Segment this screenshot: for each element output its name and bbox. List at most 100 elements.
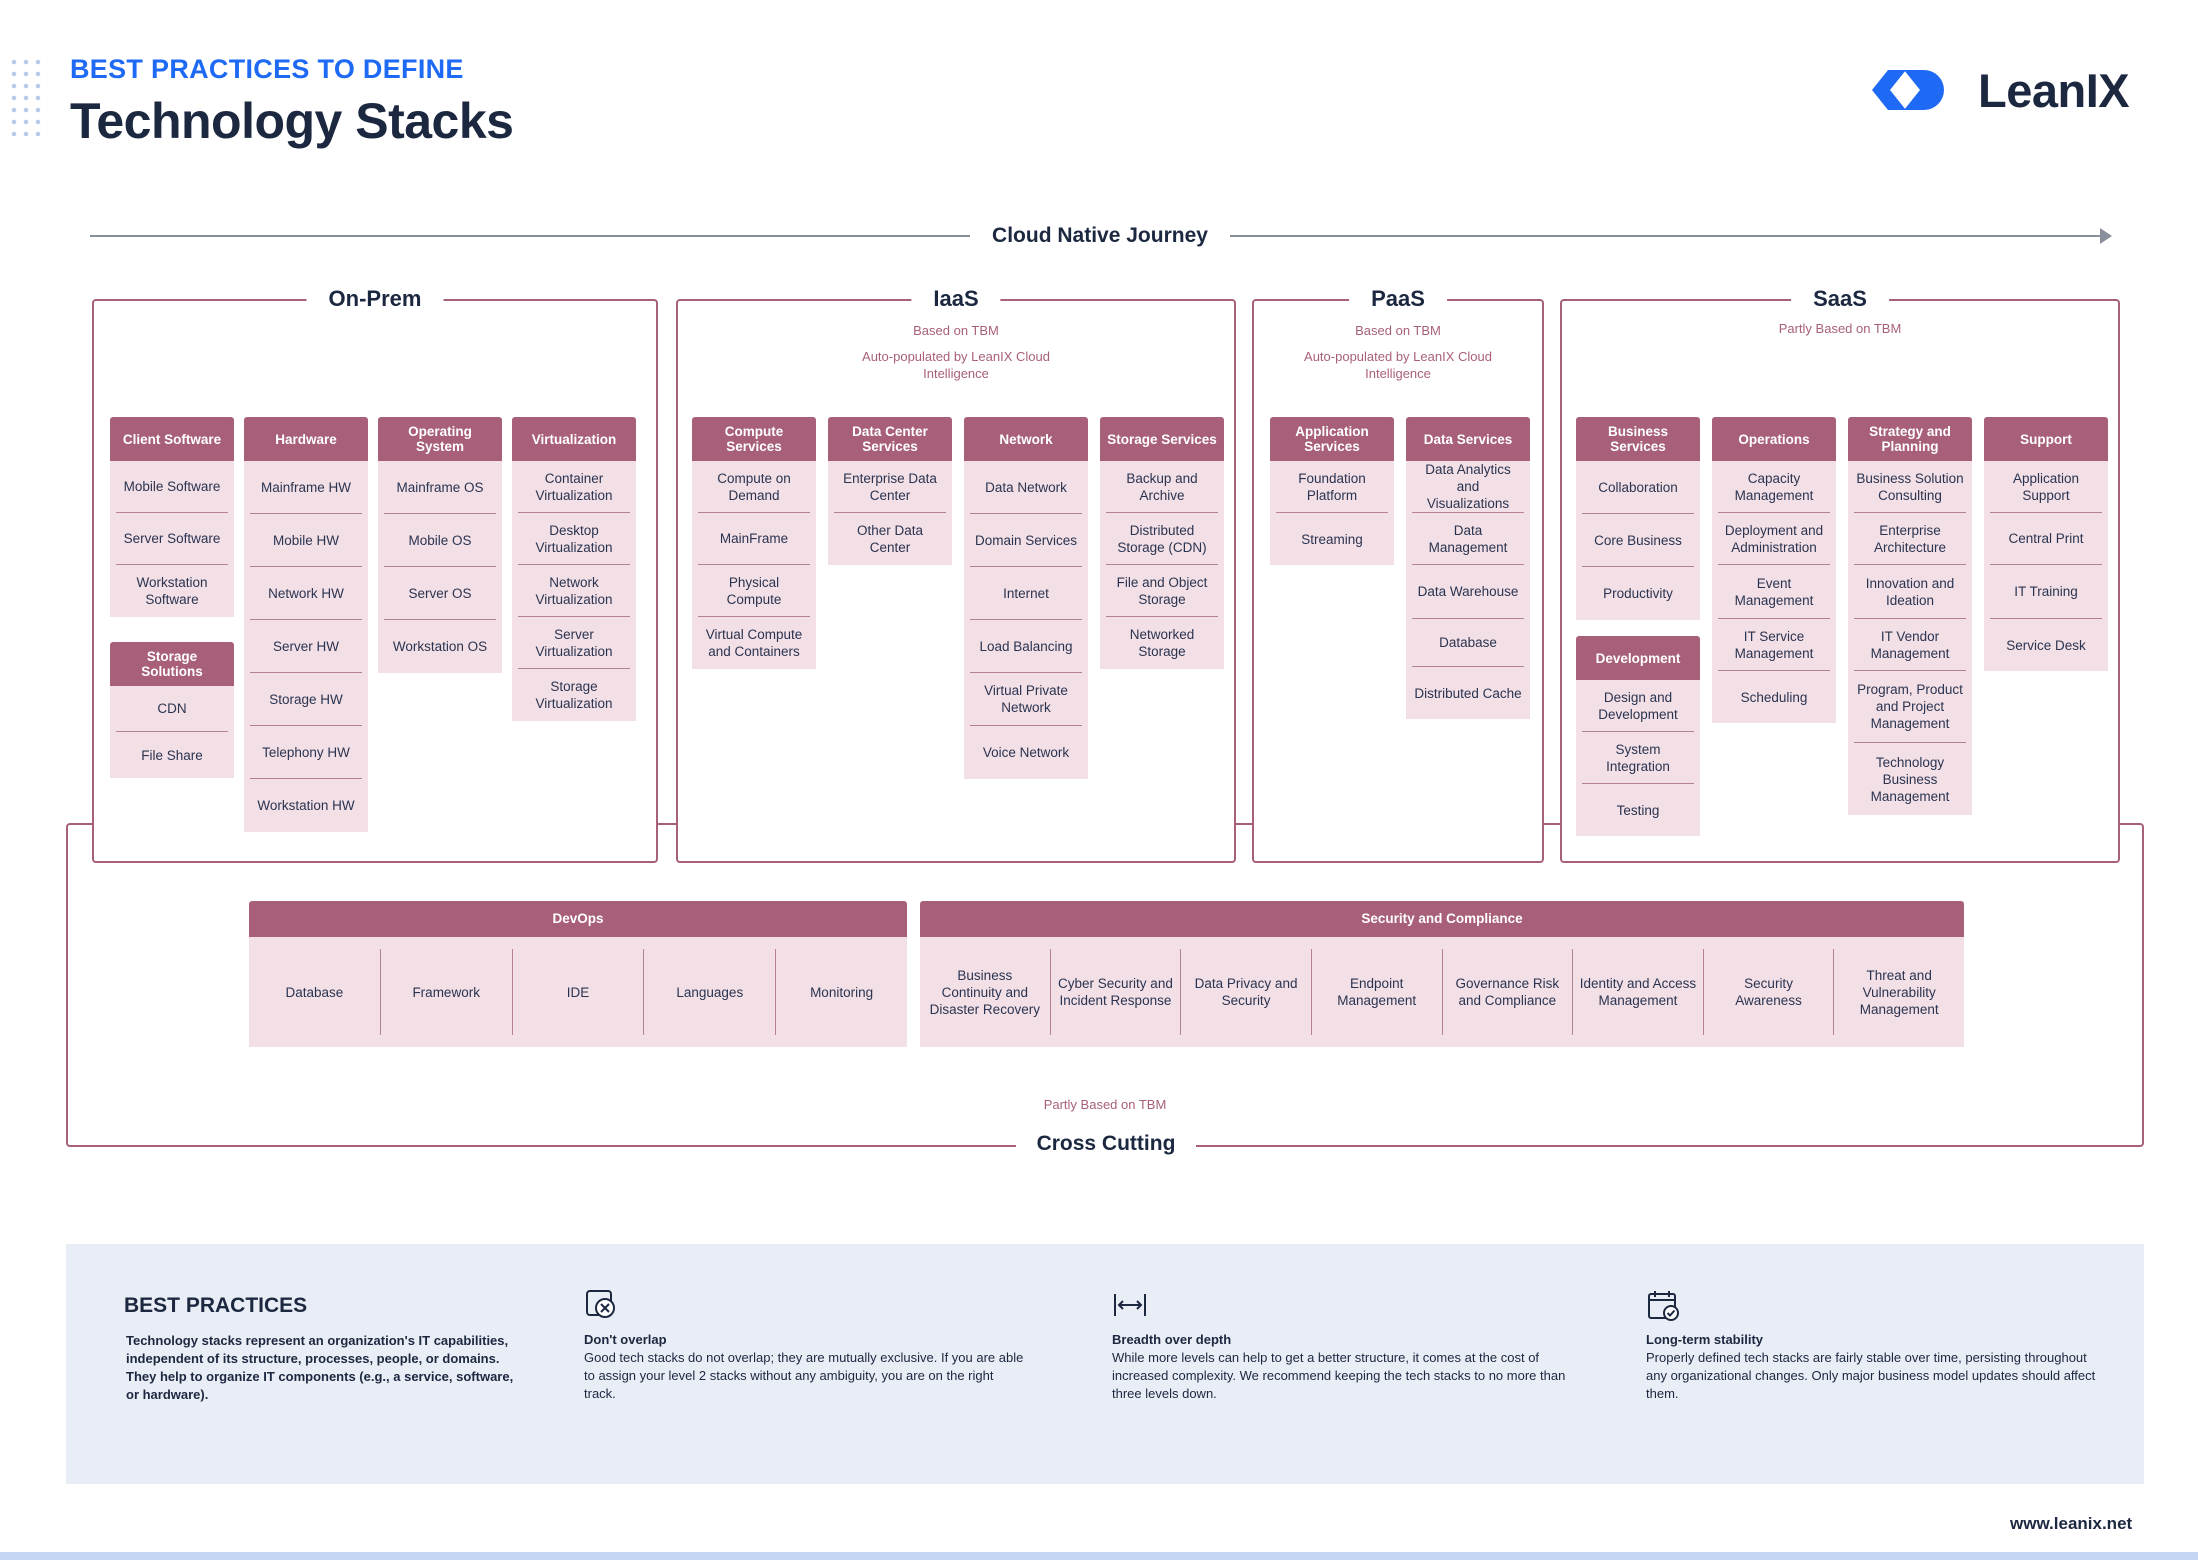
paas-auto-note: Auto-populated by LeanIX Cloud Intellige… [1304,349,1492,381]
column-header: Storage Solutions [110,642,234,686]
stack-item: Deployment and Administration [1718,513,1830,565]
column-header: Data Services [1406,417,1530,461]
cross-cutting-item: Threat and Vulnerability Management [1859,967,1939,1017]
stack-item: Backup and Archive [1106,461,1218,513]
stack-item: Workstation Software [136,575,208,607]
stack-item: CDN [116,686,228,732]
practice-head: Long-term stability [1646,1332,1764,1347]
stack-item: Enterprise Data Center [834,461,946,513]
cross-cutting-item: Endpoint Management [1312,949,1443,1035]
practice-text: While more levels can help to get a bett… [1112,1350,1566,1401]
iaas-title: IaaS [911,286,1001,312]
practice-text: Properly defined tech stacks are fairly … [1646,1350,2096,1401]
stack-item: Virtual Compute and Containers [705,627,803,659]
stack-item: Telephony HW [250,726,362,779]
stack-item: Virtual Private Network [970,673,1082,726]
column-header: Virtualization [512,417,636,461]
saas-tbm-note: Partly Based on TBM [1778,321,1902,336]
practice-stability: Long-term stability Properly defined tec… [1646,1288,2106,1403]
width-arrows-icon [1114,1294,1146,1316]
cross-cutting-item: Data Privacy and Security [1181,949,1312,1035]
website-link[interactable]: www.leanix.net [2010,1514,2133,1533]
stack-item: Application Support [1990,461,2102,513]
onprem-title: On-Prem [306,286,444,312]
column-header: Support [1984,417,2108,461]
stack-item: Workstation OS [392,639,488,654]
stack-item: Design and Development [1582,680,1694,732]
stack-item: IT Training [1990,565,2102,619]
column-header: Storage Services [1100,417,1224,461]
decorative-dots [8,56,44,136]
stack-item: IT Service Management [1718,619,1830,671]
practice-text: Good tech stacks do not overlap; they ar… [584,1350,1024,1401]
iaas-tbm-note: Based on TBM [913,323,999,338]
stack-item: Foundation Platform [1276,461,1388,513]
cross-cutting-tbm-note: Partly Based on TBM [1043,1097,1167,1112]
stack-item: Productivity [1603,586,1673,601]
stack-item: Mobile OS [384,514,496,567]
stack-item: Storage Virtualization [535,679,613,711]
practice-dont-overlap: Don't overlap Good tech stacks do not ov… [584,1288,1024,1403]
stack-item: MainFrame [698,513,810,565]
security-header: Security and Compliance [920,901,1964,937]
column-header: Application Services [1270,417,1394,461]
cross-cutting-item: Business Continuity and Disaster Recover… [920,949,1051,1035]
stack-item: Collaboration [1582,461,1694,514]
stack-item: Server HW [250,620,362,673]
stack-item: Distributed Cache [1414,685,1522,701]
cross-cutting-item: Languages [644,949,777,1035]
cross-cutting-item: IDE [513,949,645,1035]
stack-item: Mainframe OS [384,461,496,514]
stack-item: Desktop Virtualization [518,513,630,565]
cross-cutting-item: Monitoring [810,984,874,1000]
column-header: Strategy and Planning [1848,417,1972,461]
stack-item: Capacity Management [1718,461,1830,513]
stack-item: Technology Business Management [1870,754,1950,804]
stack-item: Storage HW [250,673,362,726]
stack-item: Compute on Demand [698,461,810,513]
stack-item: Database [1412,619,1524,667]
column-header: Hardware [244,417,368,461]
stack-item: Distributed Storage (CDN) [1106,513,1218,565]
stack-item: Server Software [116,513,228,565]
practice-head: Don't overlap [584,1332,667,1347]
column-header: Business Services [1576,417,1700,461]
column-header: Client Software [110,417,234,461]
stack-item: Internet [970,567,1082,620]
stack-item: Program, Product and Project Management [1854,671,1966,743]
stack-item: Server OS [384,567,496,620]
stack-item: Server Virtualization [518,617,630,669]
stack-item: Network Virtualization [518,565,630,617]
practice-breadth: Breadth over depth While more levels can… [1112,1288,1572,1403]
stack-item: Data Warehouse [1412,565,1524,619]
cross-cutting-item: Identity and Access Management [1573,949,1704,1035]
page-title: Technology Stacks [70,93,514,149]
column-header: Operating System [378,417,502,461]
calendar-check-icon [1648,1291,1679,1321]
stack-item: Service Desk [2006,637,2086,653]
devops-header: DevOps [249,901,907,937]
stack-item: Load Balancing [970,620,1082,673]
cross-cutting-item: Security Awareness [1704,949,1835,1035]
brand[interactable]: LeanIX [1870,60,2130,120]
